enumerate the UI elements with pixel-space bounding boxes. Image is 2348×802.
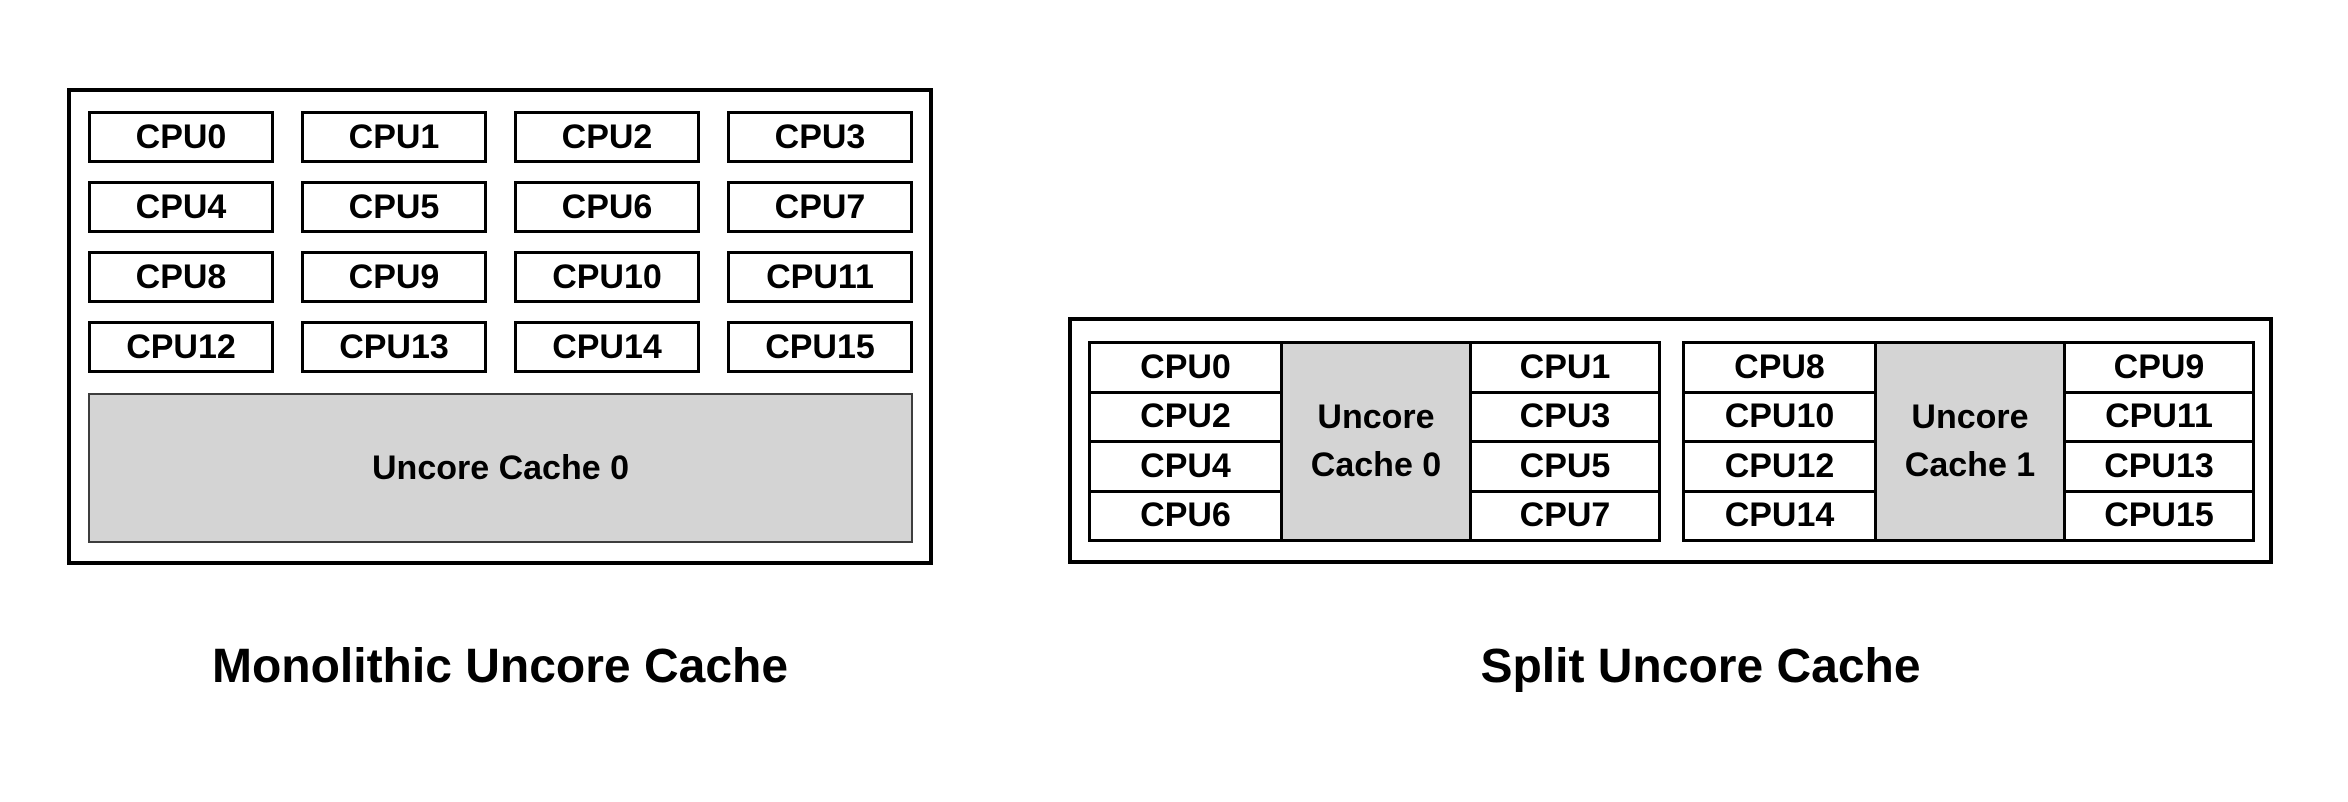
cpu-grid: CPU0 CPU1 CPU2 CPU3 CPU4 CPU5 CPU6 CPU7 … [88, 111, 913, 373]
split-diagram: CPU0 CPU2 CPU4 CPU6 Uncore Cache 0 CPU1 … [1068, 317, 2273, 564]
cpu-box: CPU8 [88, 251, 274, 303]
cpu-cluster-0: CPU0 CPU2 CPU4 CPU6 Uncore Cache 0 CPU1 … [1088, 341, 1661, 542]
cpu-box: CPU6 [514, 181, 700, 233]
split-caption: Split Uncore Cache [1480, 640, 1921, 693]
cpu-box: CPU13 [301, 321, 487, 373]
cpu-box: CPU4 [1091, 443, 1280, 493]
cpu-box: CPU10 [514, 251, 700, 303]
cpu-box: CPU10 [1685, 393, 1874, 443]
cluster-0-left-column: CPU0 CPU2 CPU4 CPU6 [1091, 344, 1283, 539]
cpu-box: CPU8 [1685, 344, 1874, 394]
cpu-box: CPU2 [1091, 393, 1280, 443]
uncore-cache-box: Uncore Cache 0 [88, 393, 913, 543]
cpu-box: CPU9 [2066, 344, 2252, 394]
cpu-box: CPU14 [1685, 492, 1874, 539]
cpu-box: CPU12 [1685, 443, 1874, 493]
cpu-box: CPU15 [727, 321, 913, 373]
cpu-cluster-1: CPU8 CPU10 CPU12 CPU14 Uncore Cache 1 CP… [1682, 341, 2255, 542]
cpu-box: CPU4 [88, 181, 274, 233]
cpu-box: CPU0 [88, 111, 274, 163]
cpu-box: CPU7 [1472, 492, 1658, 539]
cpu-box: CPU1 [1472, 344, 1658, 394]
cpu-box: CPU3 [1472, 393, 1658, 443]
cpu-box: CPU11 [2066, 393, 2252, 443]
monolithic-caption: Monolithic Uncore Cache [211, 640, 789, 693]
cpu-box: CPU15 [2066, 492, 2252, 539]
cpu-box: CPU13 [2066, 443, 2252, 493]
cpu-box: CPU7 [727, 181, 913, 233]
cpu-box: CPU3 [727, 111, 913, 163]
cluster-1-left-column: CPU8 CPU10 CPU12 CPU14 [1685, 344, 1877, 539]
cpu-box: CPU6 [1091, 492, 1280, 539]
cpu-box: CPU14 [514, 321, 700, 373]
cpu-box: CPU12 [88, 321, 274, 373]
cpu-box: CPU0 [1091, 344, 1280, 394]
cpu-box: CPU5 [1472, 443, 1658, 493]
cpu-box: CPU5 [301, 181, 487, 233]
monolithic-diagram: CPU0 CPU1 CPU2 CPU3 CPU4 CPU5 CPU6 CPU7 … [67, 88, 933, 565]
cpu-box: CPU1 [301, 111, 487, 163]
cluster-0-right-column: CPU1 CPU3 CPU5 CPU7 [1472, 344, 1658, 539]
cluster-1-right-column: CPU9 CPU11 CPU13 CPU15 [2066, 344, 2252, 539]
cpu-box: CPU9 [301, 251, 487, 303]
cpu-box: CPU2 [514, 111, 700, 163]
uncore-cache-box: Uncore Cache 0 [1283, 344, 1472, 539]
cpu-box: CPU11 [727, 251, 913, 303]
uncore-cache-box: Uncore Cache 1 [1877, 344, 2066, 539]
